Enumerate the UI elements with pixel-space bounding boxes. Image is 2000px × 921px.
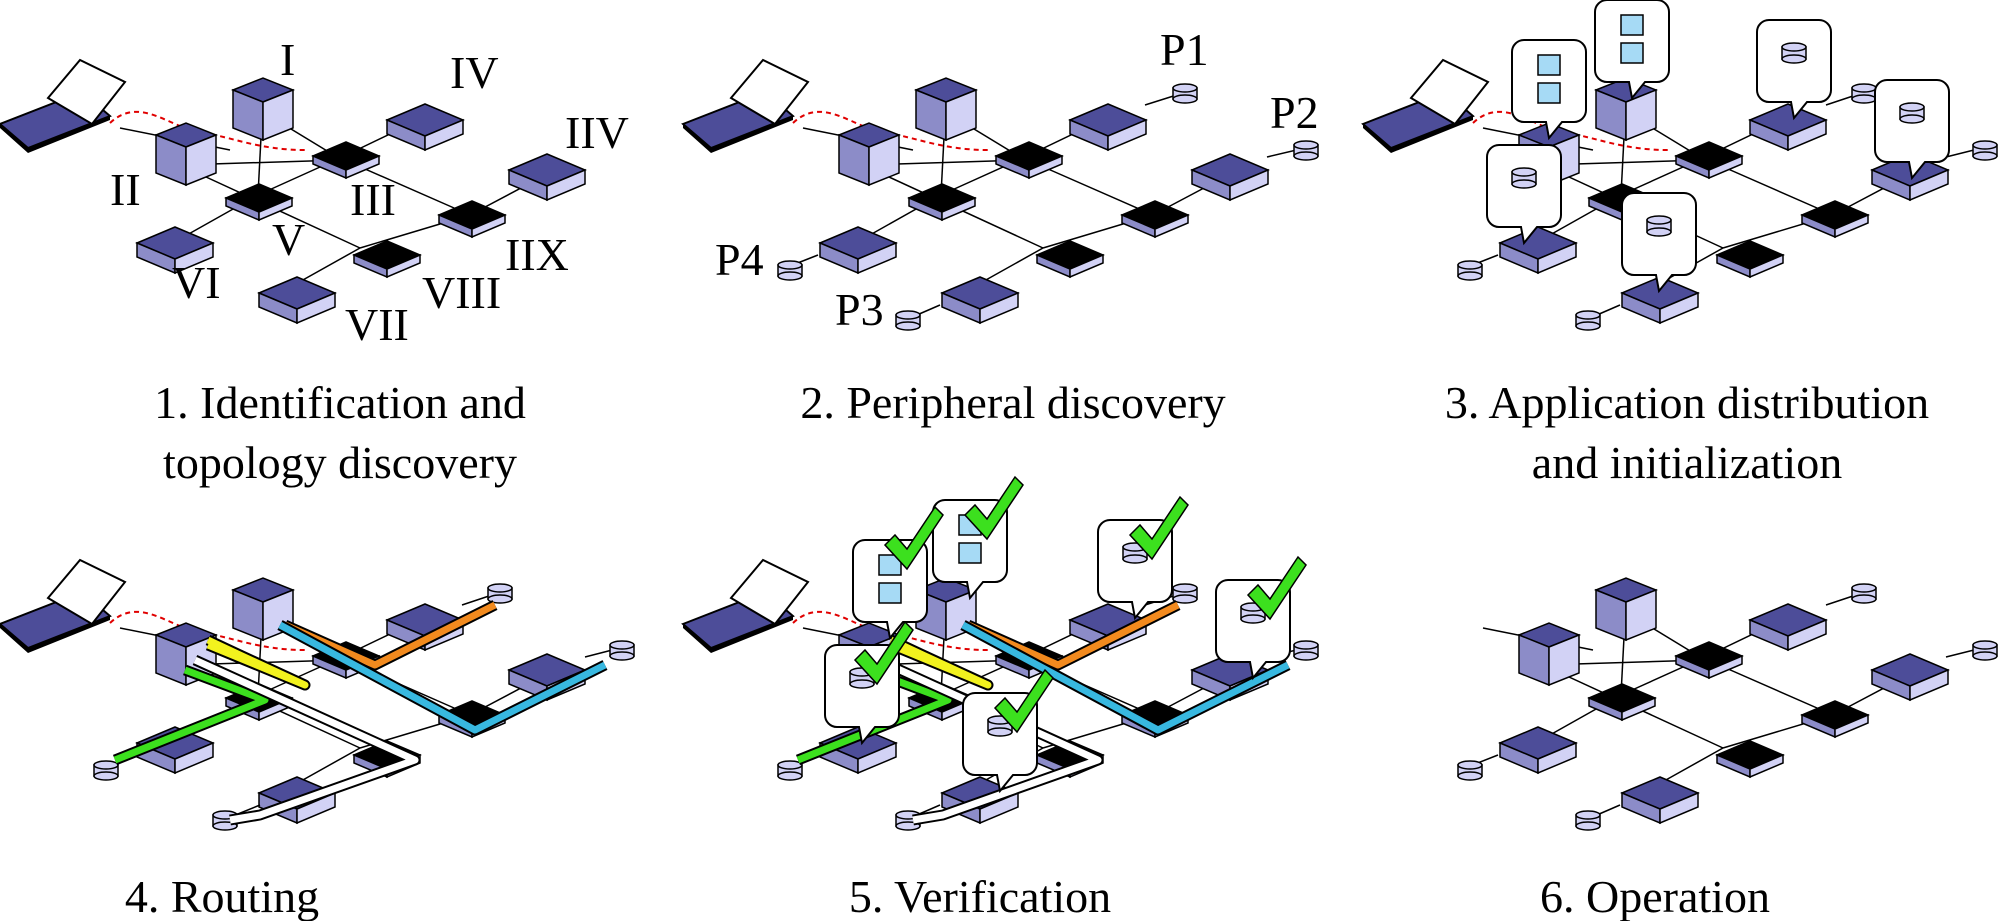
panel-1-caption-line2: topology discovery: [163, 437, 517, 488]
peripheral-icon: [1457, 260, 1483, 281]
node-label-iii: III: [350, 174, 396, 225]
peripheral-icon: [1575, 310, 1601, 331]
peripheral-p3-icon: [895, 310, 921, 331]
node-label-iiv: IIV: [565, 107, 629, 158]
panel-5: 5. Verification: [683, 476, 1319, 921]
panel-3: 3. Application distribution and initiali…: [1363, 0, 1998, 488]
panel-1-caption-line1: 1. Identification and: [154, 377, 526, 428]
peripheral-icon: [487, 583, 513, 604]
routing-paths: [795, 600, 1291, 826]
peripheral-label-p4: P4: [715, 234, 764, 285]
peripheral-icon: [1172, 583, 1198, 604]
peripheral-p1-icon: [1172, 83, 1198, 104]
peripheral-icon: [1293, 640, 1319, 661]
node-label-iix: IIX: [505, 229, 569, 280]
peripheral-icon: [93, 760, 119, 781]
peripheral-icon: [1575, 810, 1601, 831]
panel-2: P1 P2 P3 P4 2. Peripheral discovery: [683, 24, 1319, 428]
peripheral-icon: [1972, 640, 1998, 661]
panel-3-caption-line2: and initialization: [1532, 437, 1842, 488]
db-bubble-icon: [1621, 192, 1697, 292]
panel-6: 6. Operation: [1457, 577, 1998, 921]
peripheral-label-p2: P2: [1270, 87, 1319, 138]
peripheral-p4-icon: [777, 260, 803, 281]
peripheral-p2-icon: [1293, 140, 1319, 161]
panel-6-caption-line1: 6. Operation: [1540, 871, 1770, 921]
peripheral-icon: [1457, 760, 1483, 781]
node-label-v: V: [272, 214, 305, 265]
peripheral-icon: [777, 760, 803, 781]
peripheral-label-p3: P3: [835, 284, 884, 335]
node-label-ii: II: [110, 164, 141, 215]
db-bubble-icon: [1756, 19, 1832, 119]
node-label-iv: IV: [450, 47, 499, 98]
peripheral-icon: [1851, 583, 1877, 604]
app-bubble-icon: [1594, 0, 1670, 99]
peripheral-label-p1: P1: [1160, 24, 1209, 75]
peripheral-icon: [609, 640, 635, 661]
peripheral-icon: [1972, 140, 1998, 161]
panel-1: I II III IV IIV V VI VII VIII IIX 1. Ide…: [0, 34, 629, 488]
panel-4-caption-line1: 4. Routing: [125, 871, 319, 921]
node-label-viii: VIII: [422, 267, 501, 318]
app-bubble-icon: [1511, 39, 1587, 139]
db-bubble-icon: [1486, 144, 1562, 244]
node-label-vi: VI: [172, 257, 221, 308]
node-label-vii: VII: [345, 299, 409, 350]
panel-5-caption-line1: 5. Verification: [849, 871, 1111, 921]
routing-paths: [112, 600, 608, 826]
peripheral-icon: [1851, 83, 1877, 104]
panel-2-caption-line1: 2. Peripheral discovery: [800, 377, 1225, 428]
panel-3-caption-line1: 3. Application distribution: [1445, 377, 1929, 428]
panel-4: 4. Routing: [0, 560, 635, 921]
node-label-i: I: [280, 34, 295, 85]
